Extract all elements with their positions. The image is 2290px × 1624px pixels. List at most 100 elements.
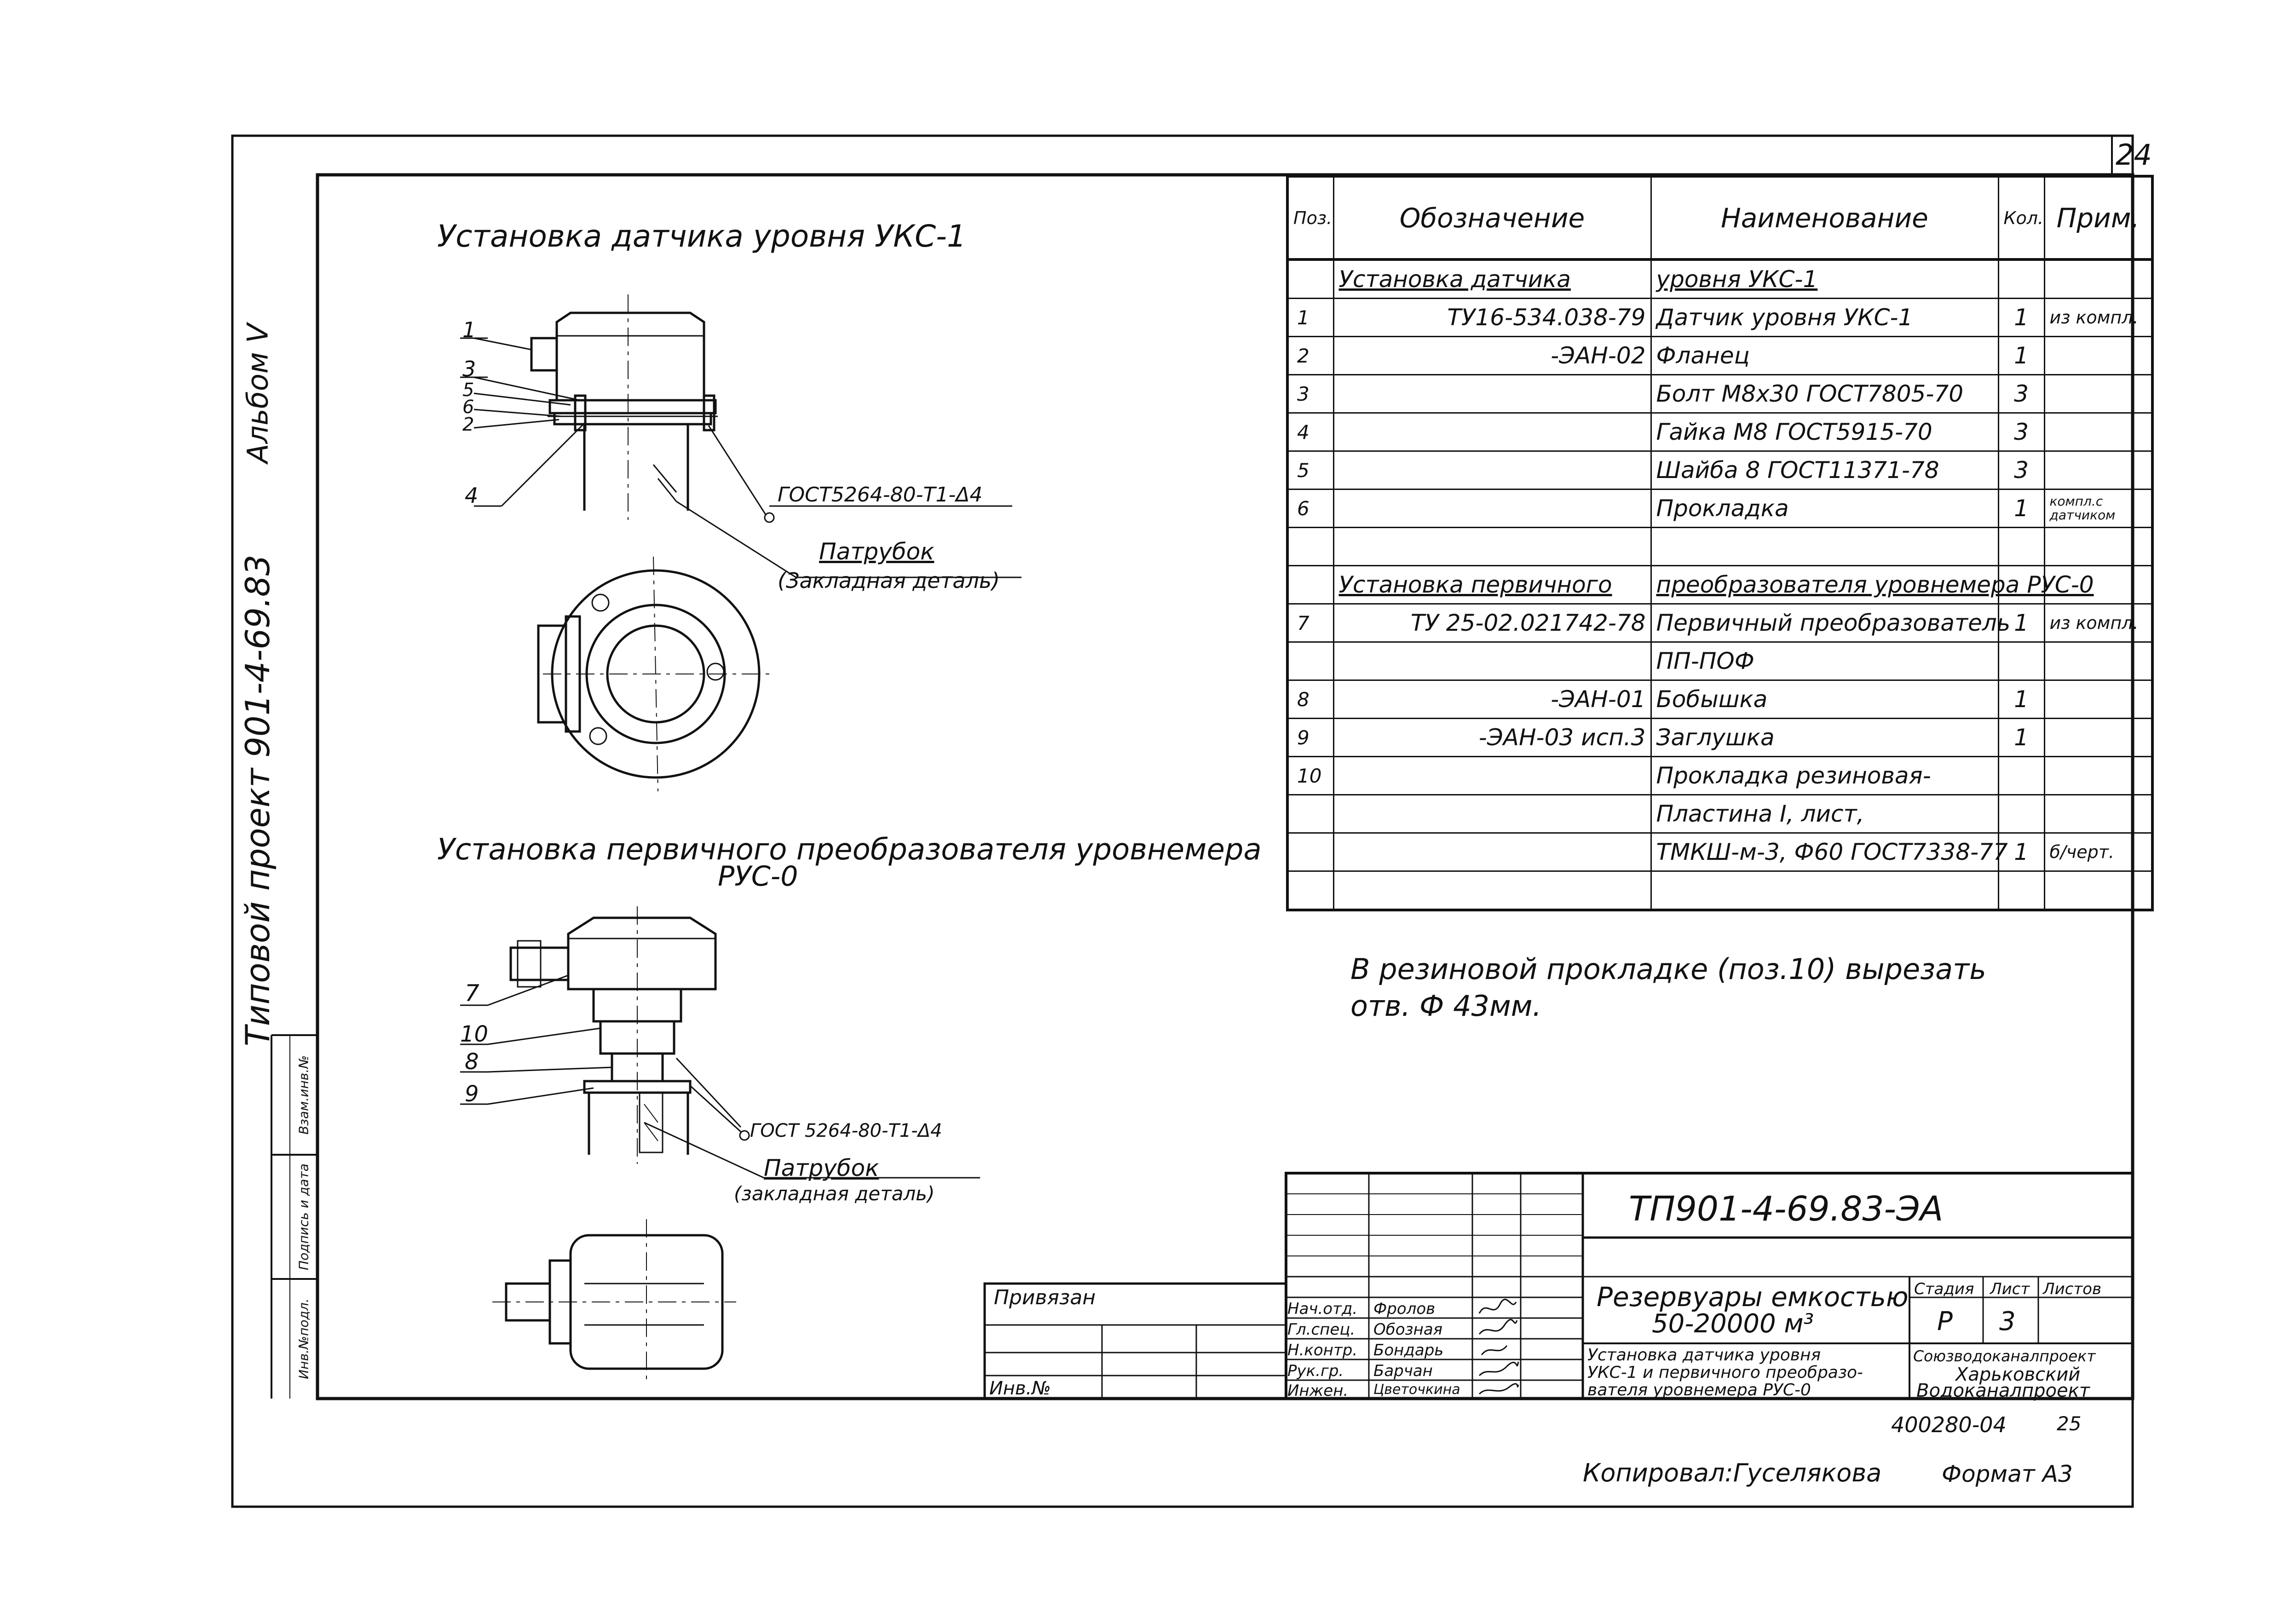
spec-note-cell <box>2043 336 2153 375</box>
header-qty: Кол. <box>1997 175 2045 261</box>
sig-name-1: Фролов <box>1373 1300 1436 1318</box>
sheet-value: 3 <box>1999 1307 2016 1336</box>
sig-name-3: Бондарь <box>1373 1341 1444 1359</box>
spec-designation-cell: ТУ 25-02.021742-78 <box>1332 603 1652 643</box>
spec-name-cell: ПП-ПОФ <box>1650 641 1999 681</box>
spec-name-cell: Пластина I, лист, <box>1650 794 1999 834</box>
spec-note-cell <box>2043 259 2153 299</box>
sig-role-1: Нач.отд. <box>1287 1300 1358 1318</box>
converter-rus0-drawing <box>460 906 980 1179</box>
spec-pos-cell: 2 <box>1286 336 1334 375</box>
spec-item-row: Пластина I, лист, <box>1286 794 2153 834</box>
header-pos: Поз. <box>1286 175 1334 261</box>
header-note: Прим. <box>2043 175 2153 261</box>
spec-pos-cell: 1 <box>1286 298 1334 337</box>
spec-qty-cell: 3 <box>1997 450 2045 490</box>
spec-pos-cell: 8 <box>1286 680 1334 719</box>
sheet-title-line1: Установка датчика уровня <box>1587 1346 1821 1365</box>
stamp-field-inv: Инв.№подл. <box>296 1298 311 1379</box>
spec-pos-cell <box>1286 794 1334 834</box>
spec-qty-cell <box>1997 565 2045 605</box>
sheet-number: 24 <box>2116 138 2152 172</box>
spec-qty-cell: 1 <box>1997 680 2045 719</box>
spec-designation-cell: -ЭАН-03 исп.3 <box>1332 718 1652 757</box>
spec-qty-cell <box>1997 794 2045 834</box>
spec-name-cell: Бобышка <box>1650 680 1999 719</box>
spec-name-cell: Первичный преобразователь <box>1650 603 2010 643</box>
pipe-label-2: Патрубок <box>764 1155 879 1181</box>
object-name-line1: Резервуары емкостью <box>1597 1281 1909 1313</box>
spec-qty-cell <box>1997 870 2045 911</box>
spec-designation-cell <box>1332 832 1652 872</box>
sig-role-5: Инжен. <box>1287 1382 1349 1400</box>
spec-item-row: ПП-ПОФ <box>1286 641 2153 681</box>
title-block-grid <box>983 1172 2134 1400</box>
spec-designation-cell <box>1332 527 1652 566</box>
spec-name-cell <box>1650 870 1999 911</box>
sig-name-4: Барчан <box>1373 1362 1433 1380</box>
weld-note-1: ГОСТ5264-80-Т1-Δ4 <box>778 483 983 507</box>
spec-note-cell <box>2043 565 2153 605</box>
sensor-uks1-plan-view <box>537 556 773 792</box>
spec-note-cell <box>2043 794 2153 834</box>
spec-pos-cell <box>1286 527 1334 566</box>
spec-designation-cell <box>1332 870 1652 911</box>
signature-scribbles <box>1478 1298 1519 1395</box>
spec-qty-cell: 1 <box>1997 718 2045 757</box>
spec-designation-cell <box>1332 794 1652 834</box>
spec-name-cell: преобразователя уровнемера РУС-0 <box>1650 565 2094 605</box>
spec-note-cell <box>2043 412 2153 452</box>
sig-name-5: Цветочкина <box>1373 1382 1460 1398</box>
org-line2: Харьковский <box>1955 1364 2081 1385</box>
spec-qty-cell <box>1997 641 2045 681</box>
spec-blank-row <box>1286 527 2153 566</box>
format-label: Формат А3 <box>1942 1461 2073 1487</box>
spec-qty-cell: 1 <box>1997 298 2045 337</box>
spec-designation-cell <box>1332 489 1652 528</box>
stage-value: Р <box>1937 1307 1953 1336</box>
callout-8: 8 <box>465 1049 479 1075</box>
copied-by: Копировал:Гуселякова <box>1583 1458 1882 1487</box>
sig-role-2: Гл.спец. <box>1287 1320 1356 1339</box>
object-name-line2: 50-20000 м³ <box>1652 1309 1814 1339</box>
stage-label: Стадия <box>1914 1280 1974 1298</box>
spec-pos-cell <box>1286 832 1334 872</box>
spec-qty-cell: 1 <box>1997 603 2045 643</box>
sig-role-3: Н.контр. <box>1287 1341 1358 1359</box>
inv-label: Инв.№ <box>989 1378 1051 1399</box>
note-line1: В резиновой прокладке (поз.10) вырезать <box>1350 952 1986 986</box>
spec-name-cell: Шайба 8 ГОСТ11371-78 <box>1650 450 1999 490</box>
spec-pos-cell: 4 <box>1286 412 1334 452</box>
stamp-field-sign: Подпись и дата <box>296 1163 311 1270</box>
spec-note-cell <box>2043 870 2153 911</box>
header-name: Наименование <box>1650 175 1999 261</box>
archive-number: 400280-04 <box>1891 1412 2007 1437</box>
spec-note-cell: из компл. <box>2043 298 2153 337</box>
spec-header-row: Поз. Обозначение Наименование Кол. Прим. <box>1286 175 2153 261</box>
spec-designation-cell: ТУ16-534.038-79 <box>1332 298 1652 337</box>
spec-note-cell <box>2043 718 2153 757</box>
spec-designation-cell <box>1332 374 1652 414</box>
spec-pos-cell: 9 <box>1286 718 1334 757</box>
spec-designation-cell <box>1332 450 1652 490</box>
pipe-label-1: Патрубок <box>819 538 934 565</box>
spec-note-cell: из компл. <box>2043 603 2153 643</box>
pipe-sublabel-2: (закладная деталь) <box>734 1182 935 1205</box>
spec-name-cell: Фланец <box>1650 336 1999 375</box>
spec-pos-cell <box>1286 641 1334 681</box>
project-label: Типовой проект 901-4-69.83 <box>238 554 277 1047</box>
spec-designation-cell: -ЭАН-02 <box>1332 336 1652 375</box>
spec-designation-cell <box>1332 412 1652 452</box>
archive-page: 25 <box>2057 1412 2082 1435</box>
spec-pos-cell: 3 <box>1286 374 1334 414</box>
callout-9: 9 <box>465 1081 479 1107</box>
